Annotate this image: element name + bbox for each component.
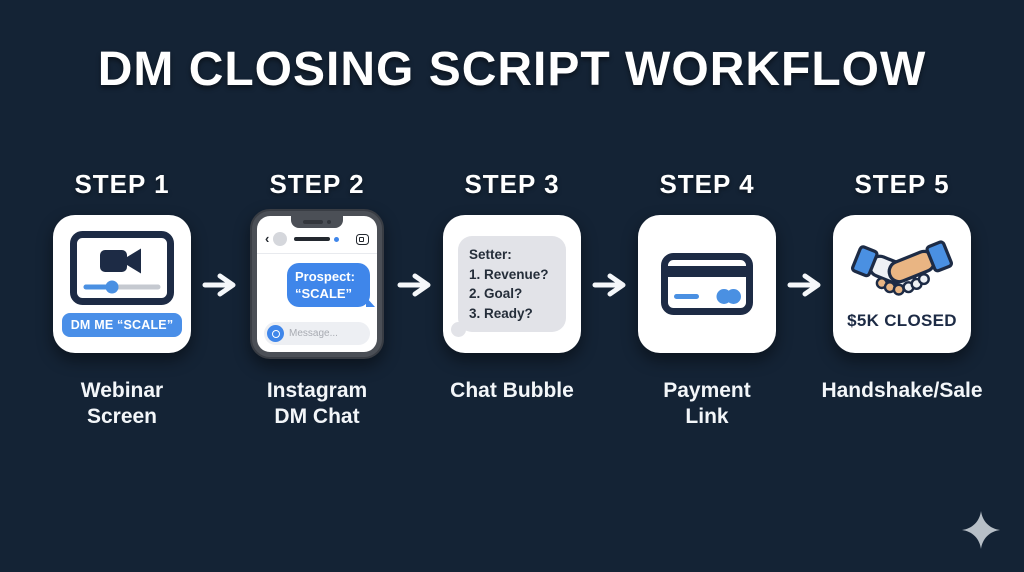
- front-camera-dot: [327, 220, 331, 224]
- step-3-label: STEP 3: [464, 169, 560, 199]
- message-input[interactable]: Message...: [264, 322, 370, 345]
- step-5-column: STEP 5 $5K CLOSED Handshake/S: [821, 169, 983, 404]
- phone-notch: [291, 216, 343, 228]
- step-5-card: $5K CLOSED: [833, 215, 971, 353]
- phone-screen: ‹ Prospect: “SCALE” Message...: [257, 216, 377, 352]
- step-1-card: DM ME “SCALE”: [53, 215, 191, 353]
- arrow-4: [786, 273, 823, 297]
- dm-me-scale-pill: DM ME “SCALE”: [61, 313, 183, 337]
- speaker-slot: [303, 220, 323, 224]
- back-chevron-icon[interactable]: ‹: [265, 231, 270, 246]
- prospect-message-bubble: Prospect: “SCALE”: [287, 263, 375, 307]
- step-1-label: STEP 1: [74, 169, 170, 199]
- step-2-column: STEP 2 ‹ Prospect:: [238, 170, 396, 430]
- step-5-caption: Handshake/Sale: [821, 379, 983, 402]
- arrow-3: [591, 273, 628, 297]
- step-3-card: Setter: 1. Revenue? 2. Goal? 3. Ready?: [443, 215, 581, 353]
- step-4-label: STEP 4: [659, 169, 755, 199]
- step-3-caption: Chat Bubble: [450, 379, 574, 402]
- avatar: [273, 232, 288, 246]
- step-2-label: STEP 2: [269, 169, 365, 199]
- phone-mockup: ‹ Prospect: “SCALE” Message...: [250, 209, 384, 359]
- handshake-icon: [851, 240, 953, 296]
- arrow-1: [201, 273, 238, 297]
- username-placeholder-bar: [294, 236, 331, 242]
- arrow-right-icon: [787, 273, 820, 297]
- camera-button-icon[interactable]: [267, 325, 284, 342]
- page-title: DM CLOSING SCRIPT WORKFLOW: [97, 43, 927, 96]
- sparkle-icon: [962, 511, 1000, 549]
- video-call-icon[interactable]: [356, 233, 369, 245]
- dm-chat-header: ‹: [257, 216, 377, 254]
- message-placeholder: Message...: [289, 328, 338, 339]
- step-3-column: STEP 3 Setter: 1. Revenue? 2. Goal? 3. R…: [433, 170, 591, 404]
- arrow-right-icon: [397, 273, 430, 297]
- arrow-right-icon: [202, 273, 235, 297]
- video-player-icon: [70, 231, 174, 305]
- step-5-label: STEP 5: [854, 169, 950, 199]
- step-4-card: [638, 215, 776, 353]
- verified-dot: [334, 236, 340, 242]
- video-camera-icon: [100, 250, 127, 272]
- arrow-right-icon: [592, 273, 625, 297]
- setter-chat-bubble-icon: Setter: 1. Revenue? 2. Goal? 3. Ready?: [451, 236, 566, 337]
- credit-card-icon: [661, 253, 753, 315]
- progress-handle: [105, 280, 119, 294]
- closed-amount-badge: $5K CLOSED: [847, 311, 957, 330]
- arrow-2: [396, 273, 433, 297]
- bubble-tail: [451, 322, 466, 337]
